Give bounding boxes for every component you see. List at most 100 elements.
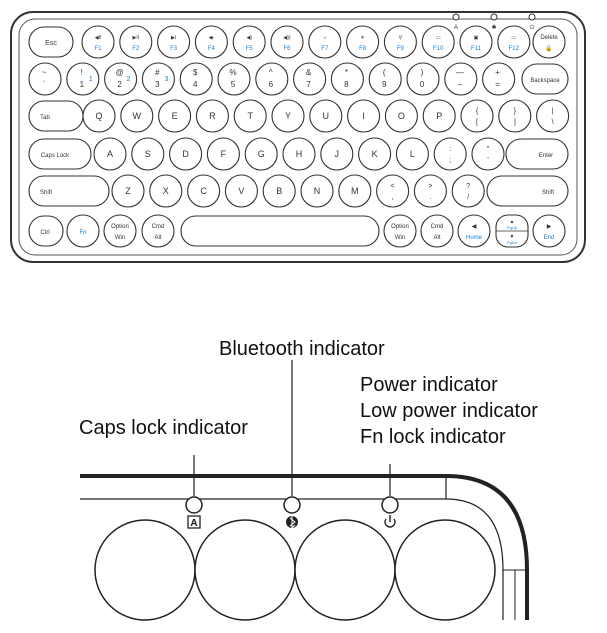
key-f10[interactable] (421, 25, 455, 59)
key-[interactable] (471, 137, 505, 171)
key-f4-icon: ◀- (209, 35, 215, 41)
key-k6-label: 6 (269, 80, 274, 89)
key-alt-label: Alt (433, 235, 440, 241)
key-enter[interactable] (505, 138, 569, 170)
key-z[interactable] (111, 174, 145, 208)
key-[interactable] (536, 99, 570, 133)
key-minus[interactable] (444, 62, 478, 96)
key-v[interactable] (224, 174, 258, 208)
key-y[interactable] (271, 99, 305, 133)
key-k4[interactable] (179, 62, 213, 96)
key-m[interactable] (338, 174, 372, 208)
key-caps-lock[interactable] (28, 138, 92, 170)
key-f8[interactable] (346, 25, 380, 59)
key-e[interactable] (158, 99, 192, 133)
round-key (94, 519, 196, 621)
key-label: ' (487, 157, 488, 164)
key-k2[interactable] (104, 62, 138, 96)
key-shift-right[interactable] (486, 175, 569, 207)
key-end-label: End (544, 235, 555, 241)
key-k[interactable] (358, 137, 392, 171)
key-shift-label: ? (466, 183, 470, 190)
key-k5-label: 5 (231, 80, 236, 89)
key-q-label: Q (95, 111, 102, 121)
key-label: / (467, 194, 469, 201)
key-p[interactable] (422, 99, 456, 133)
key-[interactable] (460, 99, 494, 133)
key-[interactable] (413, 174, 447, 208)
key-ctrl[interactable] (28, 215, 64, 247)
key-k6[interactable] (255, 62, 289, 96)
key-[interactable] (433, 137, 467, 171)
key-[interactable] (451, 174, 485, 208)
key-f7[interactable] (308, 25, 342, 59)
bluetooth-icon: ✱ (491, 24, 496, 31)
key-shift-left[interactable] (28, 175, 110, 207)
key-f4[interactable] (194, 25, 228, 59)
key-cmd-right[interactable] (420, 214, 454, 248)
key-n[interactable] (300, 174, 334, 208)
key-h[interactable] (282, 137, 316, 171)
key-x[interactable] (149, 174, 183, 208)
key-plus[interactable] (482, 62, 516, 96)
key-tilde-shift: ~ (42, 68, 47, 77)
key-u[interactable] (309, 99, 343, 133)
key-left-home[interactable] (457, 214, 491, 248)
key-tab[interactable] (28, 100, 84, 132)
key-j[interactable] (320, 137, 354, 171)
key-i[interactable] (347, 99, 381, 133)
key-g[interactable] (244, 137, 278, 171)
key-fn-label: Fn (79, 230, 86, 236)
key-tilde[interactable] (28, 62, 62, 96)
key-minus-label: – (458, 80, 463, 89)
key-cmd-left[interactable] (141, 214, 175, 248)
key-h-label: H (296, 149, 303, 159)
key-f4-label: F4 (208, 46, 216, 52)
key-f9[interactable] (383, 25, 417, 59)
key-f12[interactable] (497, 25, 531, 59)
key-s[interactable] (131, 137, 165, 171)
key-v-label: V (238, 186, 244, 196)
key-k8[interactable] (330, 62, 364, 96)
key-f[interactable] (206, 137, 240, 171)
power-indicator-label: Power indicator (360, 374, 498, 396)
key-e-label: E (172, 111, 178, 121)
key-f3[interactable] (157, 25, 191, 59)
key-f5[interactable] (232, 25, 266, 59)
key-option-right[interactable] (383, 214, 417, 248)
key-f11[interactable] (459, 25, 493, 59)
power-indicator-dot (528, 13, 536, 21)
key-k0[interactable] (406, 62, 440, 96)
key-[interactable] (376, 174, 410, 208)
key-a[interactable] (93, 137, 127, 171)
key-backspace[interactable] (521, 63, 569, 95)
key-f7-icon: ☼ (323, 35, 328, 41)
key-k5[interactable] (217, 62, 251, 96)
key-w[interactable] (120, 99, 154, 133)
key-k3[interactable] (141, 62, 175, 96)
key-c[interactable] (187, 174, 221, 208)
key-f2[interactable] (119, 25, 153, 59)
key-cmd-label: Cmd (152, 224, 165, 230)
key-o[interactable] (384, 99, 418, 133)
key-option-left[interactable] (103, 214, 137, 248)
key-t[interactable] (233, 99, 267, 133)
key-l[interactable] (395, 137, 429, 171)
key-d[interactable] (169, 137, 203, 171)
key-f1[interactable] (81, 25, 115, 59)
key-delete[interactable] (532, 25, 566, 59)
key-r[interactable] (195, 99, 229, 133)
key-b[interactable] (262, 174, 296, 208)
key-k9[interactable] (368, 62, 402, 96)
key-esc[interactable] (28, 26, 74, 58)
key-q[interactable] (82, 99, 116, 133)
key-right-end[interactable] (532, 214, 566, 248)
key-[interactable] (498, 99, 532, 133)
key-fn[interactable] (66, 214, 100, 248)
key-f6[interactable] (270, 25, 304, 59)
key-shift-label: : (449, 146, 451, 153)
key-k1-bt-channel: 1 (89, 76, 93, 83)
key-k7[interactable] (293, 62, 327, 96)
key-k1[interactable] (66, 62, 100, 96)
key-space[interactable] (180, 215, 380, 247)
